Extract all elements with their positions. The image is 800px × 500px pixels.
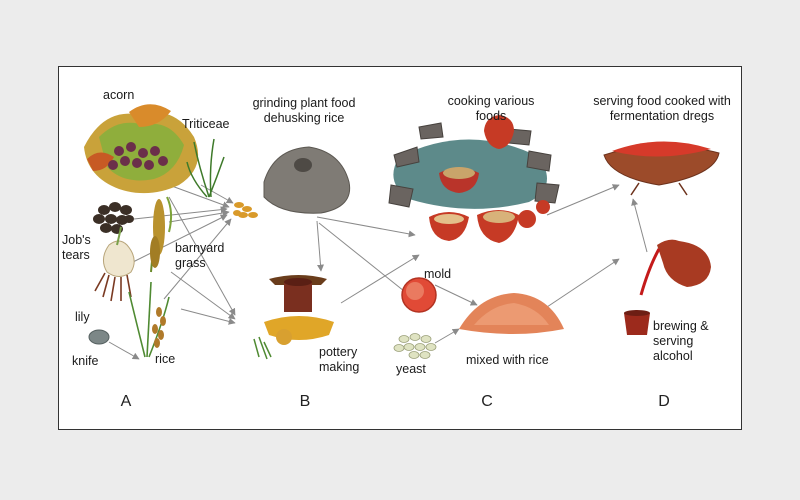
arrow-rice-pottery: [180, 308, 236, 325]
arrow-mixed-brewing: [546, 258, 620, 308]
flow-arrows: [108, 184, 648, 360]
label-grinding: grinding plant food dehusking rice: [252, 96, 356, 125]
grain-icon: [233, 202, 258, 218]
arrow-stone-pottery: [316, 220, 324, 272]
panel-label-c: C: [481, 393, 493, 410]
arrow-cooking-serving: [546, 184, 620, 216]
panel-label-b: B: [299, 393, 311, 410]
label-barnyard-grass: barnyard grass: [175, 241, 225, 270]
arrow-pottery-cooking: [340, 254, 420, 304]
arrow-barnyard-grain: [168, 209, 230, 223]
arrow-barnyard-pottery: [170, 271, 236, 320]
label-jobs-tears: Job's tears: [62, 233, 91, 262]
arrow-mold-mixed: [434, 284, 478, 306]
food-tray-icon: [603, 141, 720, 196]
label-mold: mold: [424, 267, 452, 281]
stone-hearth-icon: [388, 115, 560, 243]
arrow-jobstears-grain: [133, 206, 228, 220]
lily-bulb-icon: [94, 226, 135, 302]
arrow-yeast-mixed: [434, 328, 460, 344]
triticeae-icon: [186, 138, 225, 198]
yeast-icon: [393, 333, 437, 359]
stone-knife-icon: [88, 329, 110, 345]
diagram-artwork: [84, 104, 720, 360]
rice-plant-icon: [128, 281, 170, 358]
arrow-acorn-grain: [168, 184, 230, 209]
label-lily: lily: [75, 310, 90, 324]
arrow-triticeae-pottery: [168, 196, 236, 316]
arrow-stone-cooking: [316, 216, 416, 238]
brewing-jar-icon: [624, 239, 711, 335]
label-knife: knife: [72, 354, 99, 368]
panel-label-a: A: [120, 393, 132, 410]
arrow-brewing-serving: [631, 198, 648, 253]
label-mixed-with-rice: mixed with rice: [466, 353, 549, 367]
jobs-tears-icon: [93, 202, 134, 234]
grinding-stone-icon: [263, 146, 351, 214]
acorn-leaves-icon: [84, 104, 199, 194]
label-pottery-making: pottery making: [319, 345, 360, 374]
label-yeast: yeast: [396, 362, 426, 376]
mold-icon: [401, 277, 437, 313]
panel-label-d: D: [658, 393, 670, 410]
barnyard-grass-icon: [150, 196, 173, 273]
pottery-wheel-icon: [253, 275, 334, 360]
label-acorn: acorn: [103, 88, 135, 102]
rice-mash-icon: [459, 293, 564, 334]
arrow-knife-rice: [108, 341, 140, 360]
label-rice: rice: [155, 352, 176, 366]
arrow-lily-grain: [130, 214, 228, 264]
arrow-rice-grain: [163, 218, 232, 300]
label-cooking: cooking various foods: [447, 94, 535, 123]
diagram-frame: acorn Triticeae Job's tears barnyard gra…: [58, 66, 742, 430]
label-serving-food: serving food cooked with fermentation dr…: [593, 94, 731, 123]
label-triticeae: Triticeae: [182, 117, 230, 131]
label-brewing: brewing & serving alcohol: [653, 319, 709, 363]
